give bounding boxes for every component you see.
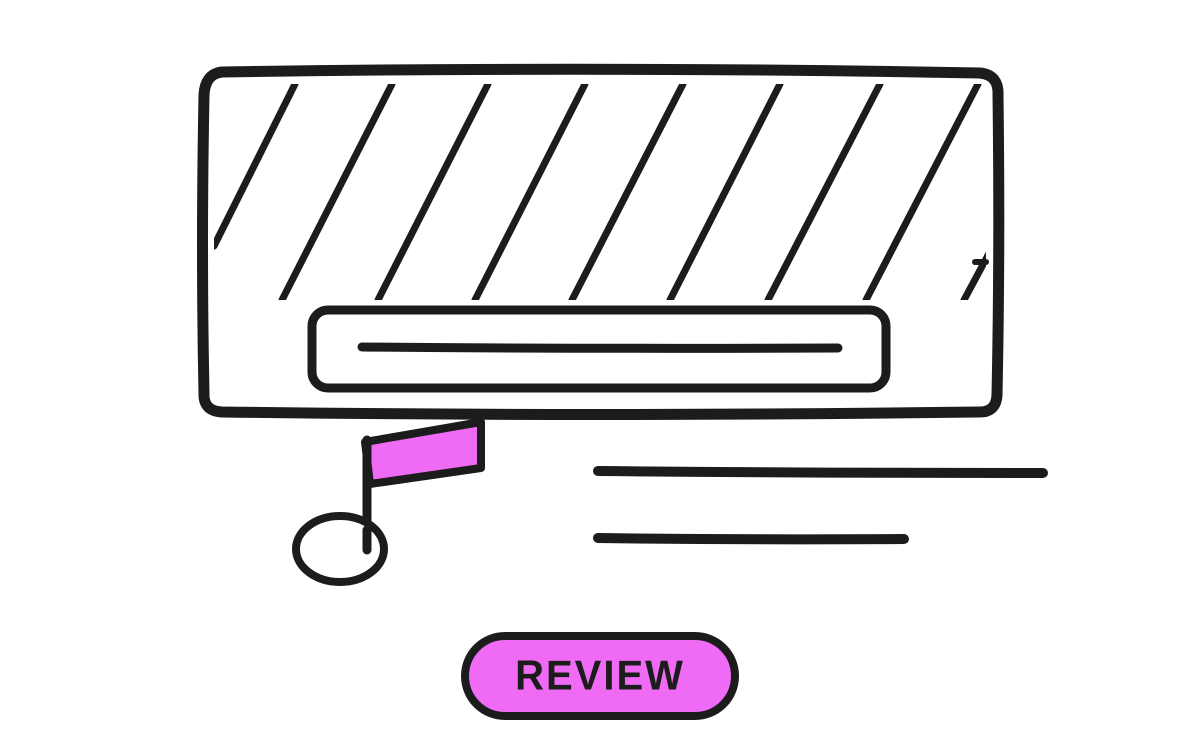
music-note-icon: [292, 418, 485, 586]
review-button-label: REVIEW: [515, 652, 685, 700]
hatched-panel-icon: [197, 63, 1005, 420]
text-lines-icon: [593, 466, 1048, 545]
review-button[interactable]: REVIEW: [461, 632, 739, 720]
slot-bar-icon: [307, 305, 891, 393]
